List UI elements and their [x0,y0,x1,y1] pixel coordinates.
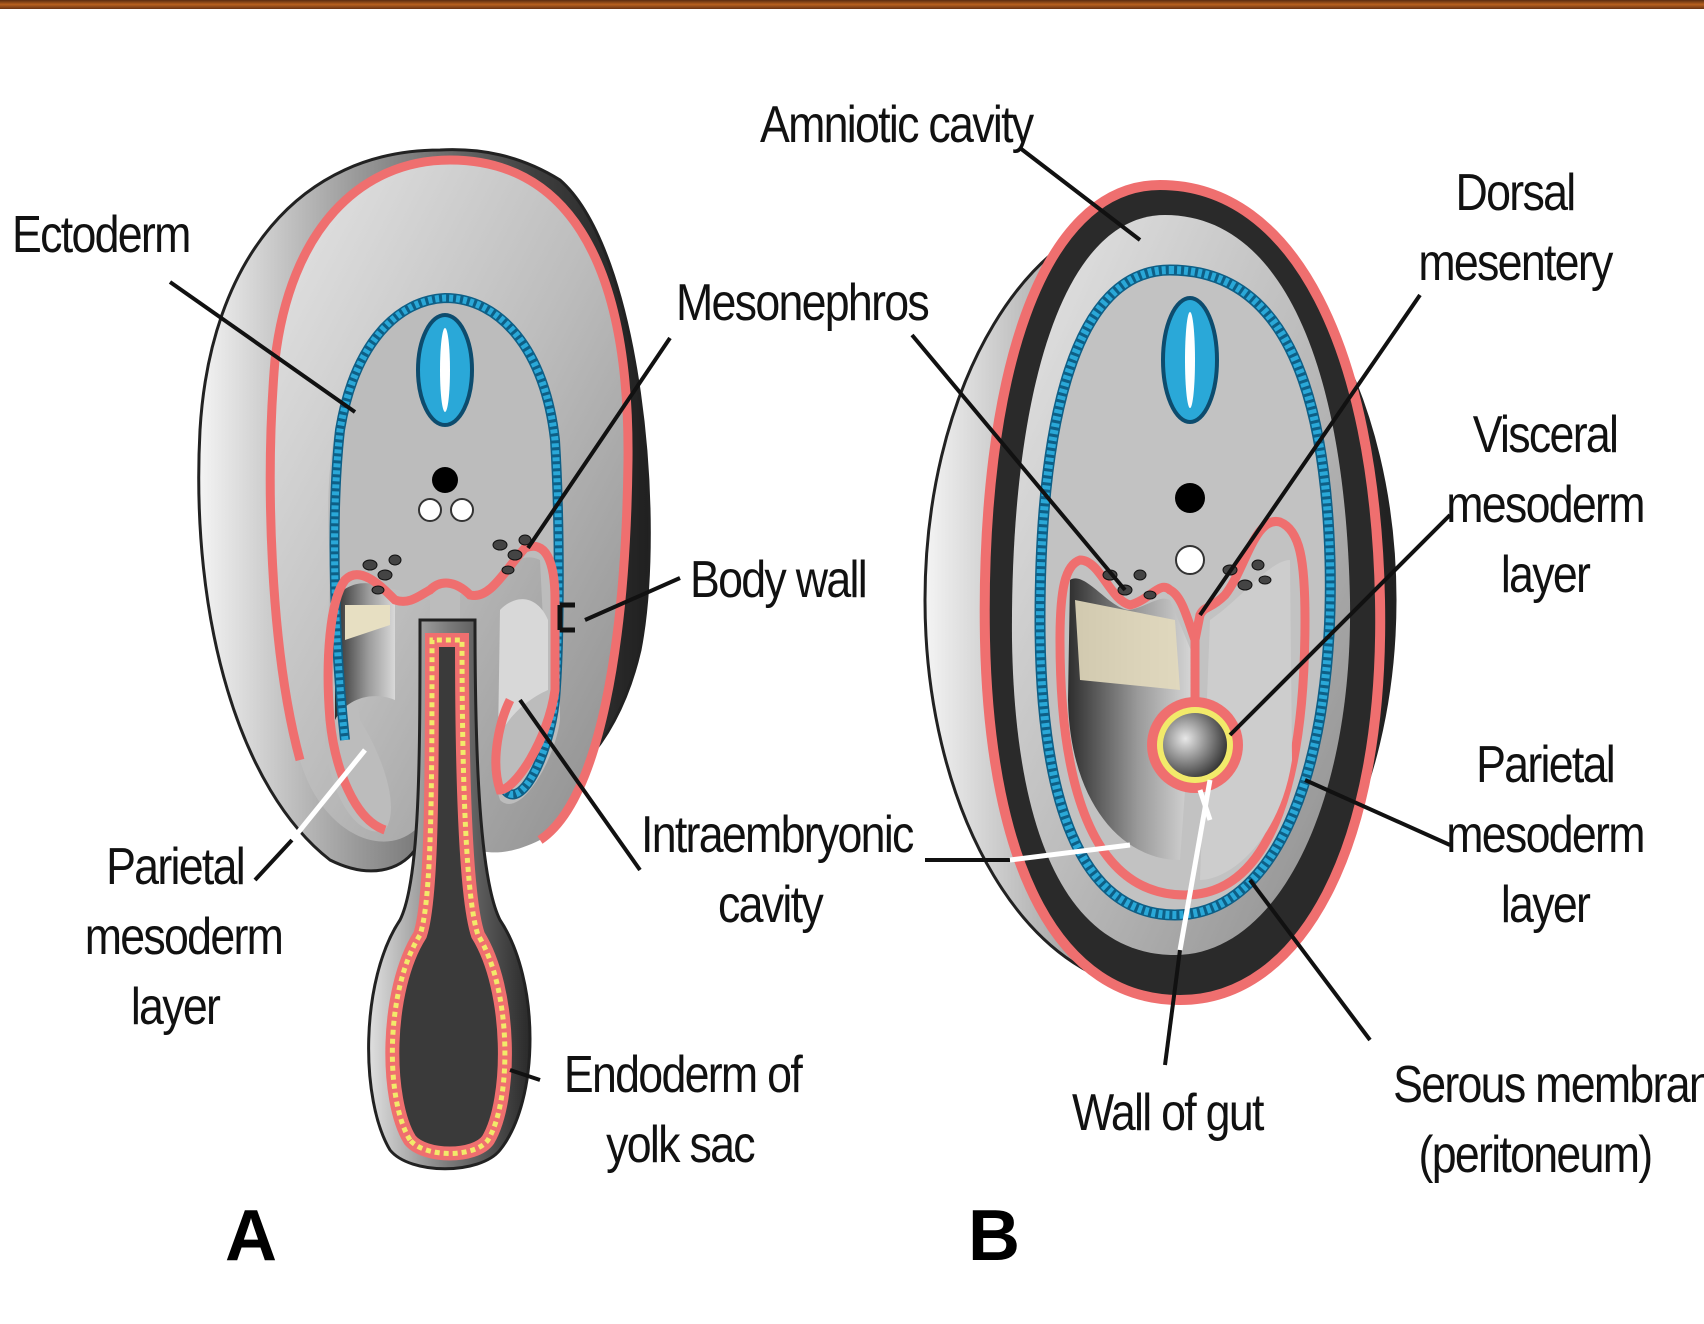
label-visceral-mesoderm: Visceral mesoderm layer [1446,406,1645,604]
label-mesonephros: Mesonephros [676,274,930,332]
panel-label-a: A [225,1196,277,1276]
label-endoderm-yolk-sac: Endoderm of yolk sac [563,1046,803,1174]
label-ectoderm: Ectoderm [12,206,191,264]
label-intraembryonic-cavity: Intraembryonic cavity [641,806,914,934]
panel-a-leader-lines [168,280,681,1082]
label-parietal-mesoderm-a: Parietal mesoderm layer [84,838,284,1036]
panel-a-embryo [197,148,651,1171]
label-dorsal-mesentery: Dorsal mesentery [1418,164,1613,292]
label-body-wall: Body wall [690,551,868,609]
header-bar [0,0,1704,9]
label-parietal-mesoderm-b: Parietal mesoderm layer [1446,736,1645,934]
label-amniotic-cavity: Amniotic cavity [760,96,1034,154]
label-wall-of-gut: Wall of gut [1072,1084,1264,1142]
panel-b-embryo [923,179,1397,1006]
panel-label-b: B [968,1196,1020,1276]
panel-b-leader-lines [910,146,1452,1066]
label-serous-membrane: Serous membrane (peritoneum) [1393,1056,1704,1184]
